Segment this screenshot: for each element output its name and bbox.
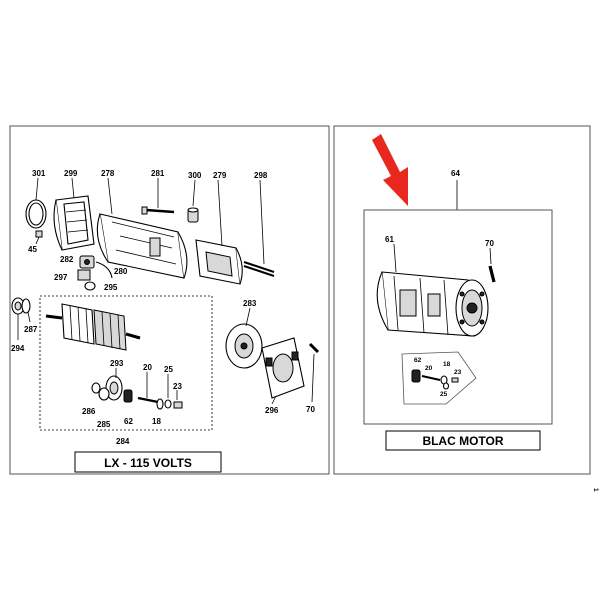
part-297-brush[interactable]	[77, 269, 91, 281]
label-70: 70	[306, 405, 315, 414]
label-45: 45	[28, 245, 37, 254]
label-23: 23	[173, 382, 182, 391]
part-70-pin-right[interactable]	[488, 265, 496, 283]
part-282-brush-holder[interactable]	[79, 255, 95, 269]
label-285: 285	[97, 420, 111, 429]
label-18-right: 18	[443, 361, 451, 368]
part-295-washer[interactable]	[84, 281, 96, 291]
label-279: 279	[213, 171, 227, 180]
label-298: 298	[254, 171, 268, 180]
label-70-right: 70	[485, 239, 494, 248]
label-61: 61	[385, 235, 394, 244]
part-61-motor[interactable]	[376, 271, 489, 337]
label-283: 283	[243, 299, 257, 308]
part-23-screw-right[interactable]	[451, 377, 459, 383]
label-280: 280	[114, 267, 128, 276]
part-25-clip-right[interactable]	[442, 382, 450, 390]
label-296: 296	[265, 406, 279, 415]
part-300-bushing[interactable]	[187, 207, 199, 223]
left-caption: LX - 115 VOLTS	[104, 456, 192, 470]
part-298-rods[interactable]	[243, 261, 275, 277]
part-299-baffle[interactable]	[53, 195, 95, 251]
label-20: 20	[143, 363, 152, 372]
part-18-washer[interactable]	[156, 398, 164, 410]
part-293-gear[interactable]	[105, 375, 123, 401]
label-20-right: 20	[425, 365, 433, 372]
part-armature[interactable]	[45, 303, 141, 351]
label-284: 284	[116, 437, 130, 446]
part-283-end-cap[interactable]	[225, 323, 263, 369]
label-25: 25	[164, 365, 173, 374]
red-arrow-icon	[372, 134, 408, 206]
label-18: 18	[152, 417, 161, 426]
part-20-shaft[interactable]	[137, 396, 159, 404]
part-45-screw[interactable]	[35, 230, 43, 245]
label-25-right: 25	[440, 391, 448, 398]
label-281: 281	[151, 169, 165, 178]
label-294: 294	[11, 344, 25, 353]
small-parts-subframe	[401, 351, 477, 405]
left-caption-box	[74, 451, 222, 473]
label-62-right: 62	[414, 357, 422, 364]
label-64: 64	[451, 169, 460, 178]
label-287: 287	[24, 325, 38, 334]
part-25-clip[interactable]	[164, 399, 172, 409]
part-70-pin[interactable]	[308, 342, 320, 354]
label-278: 278	[101, 169, 115, 178]
motor-assembly-frame	[363, 209, 553, 425]
label-297: 297	[54, 273, 68, 282]
right-panel-frame	[333, 125, 591, 475]
right-panel: 64	[363, 134, 553, 451]
label-23-right: 23	[454, 369, 462, 376]
label-301: 301	[32, 169, 46, 178]
label-300: 300	[188, 171, 202, 180]
part-280-clip[interactable]	[95, 261, 113, 279]
part-62-bearing[interactable]	[123, 389, 133, 403]
label-295: 295	[104, 283, 118, 292]
part-301-ring[interactable]	[25, 199, 47, 229]
label-299: 299	[64, 169, 78, 178]
label-286: 286	[82, 407, 96, 416]
armature-group-frame	[39, 295, 213, 431]
right-caption-box	[385, 430, 541, 451]
part-278-housing[interactable]	[96, 213, 188, 279]
side-mark: 1	[592, 488, 599, 492]
left-panel-frame	[9, 125, 330, 475]
part-281-screw[interactable]	[141, 206, 175, 215]
part-287-bearing[interactable]	[21, 298, 31, 314]
part-296-brush-plate[interactable]	[261, 337, 305, 399]
label-293: 293	[110, 359, 124, 368]
part-279-stator[interactable]	[195, 239, 243, 285]
part-286-washer[interactable]	[91, 382, 101, 394]
left-panel: 301 299 278 281 300 279 298 45 282 280 2…	[11, 169, 320, 473]
part-20-shaft-right[interactable]	[421, 375, 441, 381]
part-62-bearing-right[interactable]	[411, 369, 421, 383]
label-62: 62	[124, 417, 133, 426]
right-caption: BLAC MOTOR	[422, 434, 503, 448]
part-285-nut[interactable]	[98, 387, 110, 401]
part-23-screw[interactable]	[173, 401, 183, 409]
label-282: 282	[60, 255, 74, 264]
